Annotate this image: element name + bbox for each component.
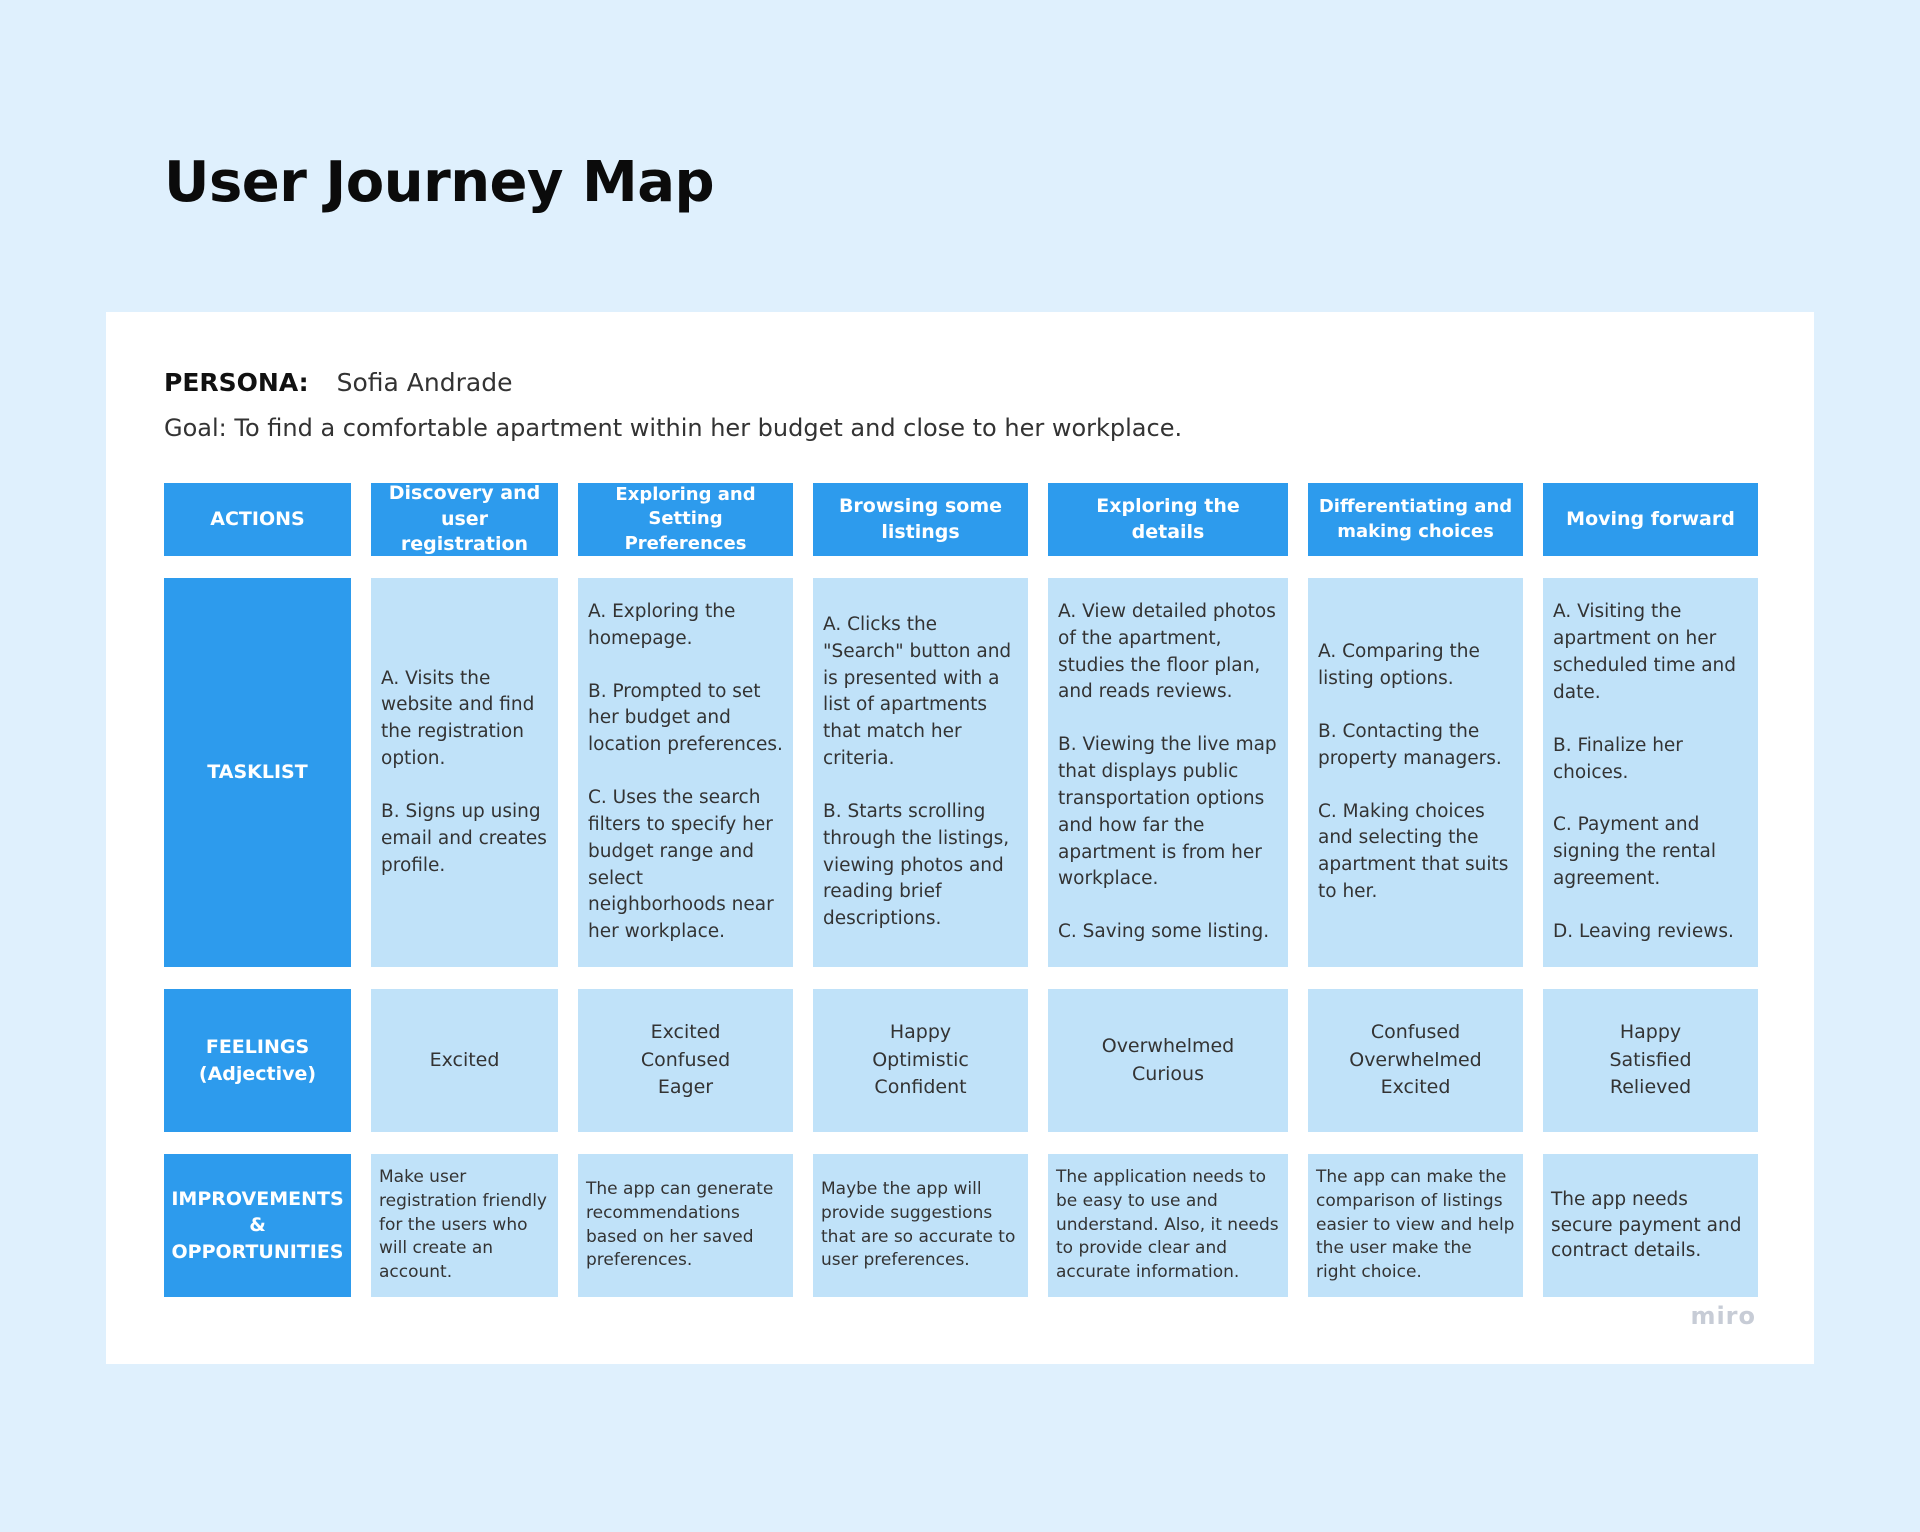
miro-watermark: miro: [1690, 1302, 1756, 1330]
action-stage-2: Exploring and Setting Preferences: [578, 483, 793, 556]
feeling-word: Excited: [429, 1048, 500, 1071]
task-item: B. Prompted to set her budget and locati…: [588, 680, 783, 756]
task-item: D. Leaving reviews.: [1553, 920, 1734, 942]
feeling-word: Confused: [640, 1048, 731, 1071]
persona-goal: Goal: To find a comfortable apartment wi…: [164, 414, 1183, 442]
task-item: C. Payment and signing the rental agreem…: [1553, 814, 1717, 889]
feelings-stage-1: Excited: [371, 989, 558, 1132]
feelings-stage-3: Happy Optimistic Confident: [813, 989, 1028, 1132]
task-item: A. Exploring the homepage.: [588, 601, 736, 649]
row-label-improvements: IMPROVEMENTS & OPPORTUNITIES: [164, 1154, 351, 1297]
task-item: C. Making choices and selecting the apar…: [1318, 800, 1509, 902]
improvement-stage-3: Maybe the app will provide suggestions t…: [813, 1154, 1028, 1297]
task-item: C. Saving some listing.: [1058, 921, 1270, 943]
action-stage-5: Differentiating and making choices: [1308, 483, 1523, 556]
improvement-stage-6: The app needs secure payment and contrac…: [1543, 1154, 1758, 1297]
task-item: A. Visiting the apartment on her schedul…: [1553, 601, 1737, 703]
row-label-tasklist: TASKLIST: [164, 578, 351, 967]
task-item: B. Contacting the property managers.: [1318, 720, 1502, 769]
task-item: A. View detailed photos of the apartment…: [1058, 601, 1276, 703]
feelings-sublabel: (Adjective): [198, 1062, 317, 1085]
feeling-word: Overwhelmed: [1101, 1034, 1235, 1057]
task-item: A. Clicks the "Search" button and is pre…: [823, 614, 1012, 770]
opportunities-label: OPPORTUNITIES: [171, 1240, 344, 1263]
persona-row: PERSONA: Sofia Andrade: [164, 368, 512, 397]
feeling-word: Confused: [1370, 1021, 1461, 1044]
improvement-stage-1: Make user registration friendly for the …: [371, 1154, 558, 1297]
feelings-stage-4: Overwhelmed Curious: [1048, 989, 1288, 1132]
tasklist-stage-5: A. Comparing the listing options. B. Con…: [1308, 578, 1523, 967]
action-stage-3: Browsing some listings: [813, 483, 1028, 556]
journey-grid: ACTIONS Discovery and user registration …: [164, 482, 1758, 1297]
tasklist-stage-2: A. Exploring the homepage. B. Prompted t…: [578, 578, 793, 967]
row-label-feelings: FEELINGS (Adjective): [164, 989, 351, 1132]
feeling-word: Eager: [657, 1076, 714, 1099]
tasklist-stage-1: A. Visits the website and find the regis…: [371, 578, 558, 967]
tasklist-stage-3: A. Clicks the "Search" button and is pre…: [813, 578, 1028, 967]
task-item: B. Signs up using email and creates prof…: [381, 800, 547, 876]
page-title: User Journey Map: [164, 150, 715, 215]
action-stage-1: Discovery and user registration: [371, 482, 558, 556]
feeling-word: Excited: [1380, 1076, 1451, 1099]
action-stage-4: Exploring the details: [1048, 483, 1288, 556]
feeling-word: Satisfied: [1609, 1048, 1692, 1071]
improvements-label: IMPROVEMENTS: [171, 1187, 344, 1210]
task-item: C. Uses the search filters to specify he…: [588, 787, 774, 943]
feelings-stage-2: Excited Confused Eager: [578, 989, 793, 1132]
row-label-actions: ACTIONS: [164, 483, 351, 556]
feelings-stage-6: Happy Satisfied Relieved: [1543, 989, 1758, 1132]
feeling-word: Happy: [889, 1021, 952, 1044]
tasklist-stage-4: A. View detailed photos of the apartment…: [1048, 578, 1288, 967]
improvements-ampersand: &: [249, 1214, 266, 1237]
journey-map-card: PERSONA: Sofia Andrade Goal: To find a c…: [106, 312, 1814, 1364]
task-item: B. Viewing the live map that displays pu…: [1058, 734, 1277, 890]
task-item: A. Visits the website and find the regis…: [381, 667, 535, 770]
feelings-stage-5: Confused Overwhelmed Excited: [1308, 989, 1523, 1132]
persona-label: PERSONA:: [164, 368, 309, 397]
task-item: B. Finalize her choices.: [1553, 734, 1683, 783]
feelings-label: FEELINGS: [205, 1035, 310, 1058]
task-item: A. Comparing the listing options.: [1318, 641, 1480, 690]
feeling-word: Overwhelmed: [1349, 1048, 1482, 1071]
feeling-word: Excited: [650, 1021, 721, 1044]
feeling-word: Optimistic: [872, 1048, 969, 1071]
tasklist-stage-6: A. Visiting the apartment on her schedul…: [1543, 578, 1758, 967]
feeling-word: Curious: [1132, 1062, 1204, 1085]
task-item: B. Starts scrolling through the listings…: [823, 800, 1010, 930]
improvement-stage-4: The application needs to be easy to use …: [1048, 1154, 1288, 1297]
feeling-word: Relieved: [1609, 1076, 1692, 1099]
improvement-stage-5: The app can make the comparison of listi…: [1308, 1154, 1523, 1297]
action-stage-6: Moving forward: [1543, 483, 1758, 556]
feeling-word: Happy: [1619, 1021, 1682, 1044]
feeling-word: Confident: [874, 1076, 967, 1099]
improvement-stage-2: The app can generate recommendations bas…: [578, 1154, 793, 1297]
persona-name: Sofia Andrade: [336, 368, 513, 397]
